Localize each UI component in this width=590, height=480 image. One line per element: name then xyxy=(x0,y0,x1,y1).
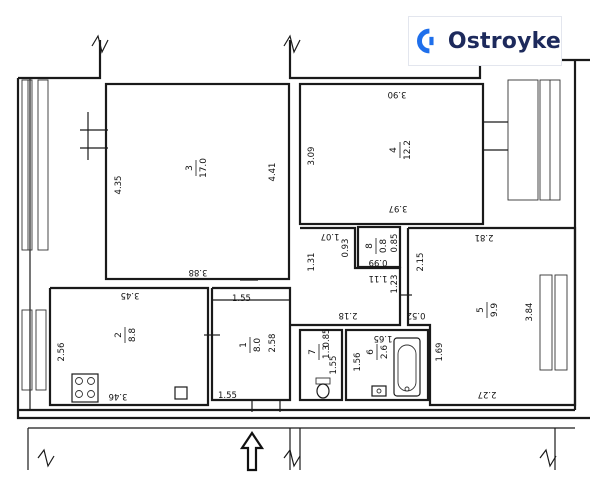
dim-r8-left: 0.93 xyxy=(341,239,351,258)
dim-r5-right: 3.84 xyxy=(525,303,535,322)
dim-r5-bottom: 2.27 xyxy=(478,389,497,399)
dim-wc-top: 2.18 xyxy=(339,310,358,320)
svg-text:0.8: 0.8 xyxy=(379,239,389,254)
svg-text:12.2: 12.2 xyxy=(403,140,413,160)
room-label-8: 8 0.8 xyxy=(365,238,389,254)
svg-text:2.6: 2.6 xyxy=(380,345,390,360)
break-marks xyxy=(37,34,557,468)
dim-r3-right: 4.41 xyxy=(268,163,278,182)
toilet-icon xyxy=(315,377,331,399)
dim-r5-left: 2.15 xyxy=(416,253,426,272)
room-label-1: 1 8.0 xyxy=(239,337,263,353)
dim-r1-top: 1.55 xyxy=(232,294,251,304)
room-3 xyxy=(104,82,291,281)
dim-r2-left: 2.56 xyxy=(57,343,67,362)
brand-logo: Ostroyke xyxy=(408,16,562,66)
dim-r1-right: 2.58 xyxy=(268,334,278,353)
dim-r4-left: 3.09 xyxy=(307,147,317,166)
room-6 xyxy=(344,328,430,402)
room-label-7: 7 1.3 xyxy=(308,344,332,360)
door-marks xyxy=(204,223,412,412)
ostroyke-logo-icon xyxy=(417,28,434,54)
room-5 xyxy=(406,226,577,407)
dimension-labels: 4.35 4.41 3.88 3.90 3.09 3.97 3.45 2.56 … xyxy=(57,89,535,401)
room-label-3: 3 17.0 xyxy=(185,158,209,178)
room-2 xyxy=(48,286,210,407)
svg-text:7: 7 xyxy=(308,349,318,355)
dim-r5-mid: 1.69 xyxy=(435,343,445,362)
bathtub-icon xyxy=(393,337,421,397)
dim-r3-bottom: 3.88 xyxy=(189,267,208,277)
dim-r4-top: 3.90 xyxy=(388,89,407,99)
dim-corr-b: 0.52 xyxy=(407,310,426,320)
dim-r1-bottom: 1.55 xyxy=(218,391,237,401)
dim-hall-left: 1.31 xyxy=(307,253,317,272)
dim-r2-top: 3.45 xyxy=(121,290,140,300)
entrance-arrow-icon xyxy=(239,431,265,472)
svg-text:8: 8 xyxy=(365,243,375,249)
svg-text:17.0: 17.0 xyxy=(199,158,209,178)
svg-text:9.9: 9.9 xyxy=(490,303,500,318)
sink-icon xyxy=(371,385,387,397)
dim-r7-side: 1.55 xyxy=(329,356,339,375)
dim-hall-top: 1.07 xyxy=(321,231,340,241)
svg-text:8.8: 8.8 xyxy=(128,328,138,343)
balcony-left xyxy=(21,79,108,251)
dim-r6-top: 1.65 xyxy=(374,333,393,343)
svg-text:5: 5 xyxy=(476,307,486,313)
stove-icon xyxy=(71,373,99,403)
balcony-right xyxy=(482,79,561,201)
svg-text:1.3: 1.3 xyxy=(322,345,332,359)
balcony-left-lower xyxy=(21,309,47,391)
dim-r3-left: 4.35 xyxy=(114,176,124,195)
room-1 xyxy=(210,286,292,402)
brand-name: Ostroyke xyxy=(447,28,561,54)
dim-r4-bottom: 3.97 xyxy=(389,203,408,213)
dim-r7-top: 0.85 xyxy=(322,329,332,348)
balcony-right-lower xyxy=(539,274,568,371)
room-7 xyxy=(298,328,344,402)
room-label-4: 4 12.2 xyxy=(389,140,413,160)
dim-r8-right: 0.85 xyxy=(390,234,400,253)
dim-r5-top: 2.81 xyxy=(475,232,494,242)
room-label-2: 2 8.8 xyxy=(114,327,138,343)
dim-r6-left: 1.56 xyxy=(353,353,363,372)
svg-text:1: 1 xyxy=(239,342,249,348)
svg-text:6: 6 xyxy=(366,349,376,355)
svg-text:8.0: 8.0 xyxy=(253,338,263,353)
dim-corr-a: 1.23 xyxy=(390,275,400,294)
svg-text:2: 2 xyxy=(114,332,124,338)
svg-text:3: 3 xyxy=(185,165,195,171)
room-8 xyxy=(356,225,402,269)
dim-r2-bottom: 3.46 xyxy=(109,391,128,401)
room-4 xyxy=(298,82,485,226)
dim-hall-r: 1.11 xyxy=(369,273,388,283)
kitchen-sink-icon xyxy=(174,386,188,400)
room-label-6: 6 2.6 xyxy=(366,344,390,360)
room-label-5: 5 9.9 xyxy=(476,302,500,318)
dim-r8-bottom: 0.99 xyxy=(369,257,388,267)
svg-text:4: 4 xyxy=(389,147,399,153)
